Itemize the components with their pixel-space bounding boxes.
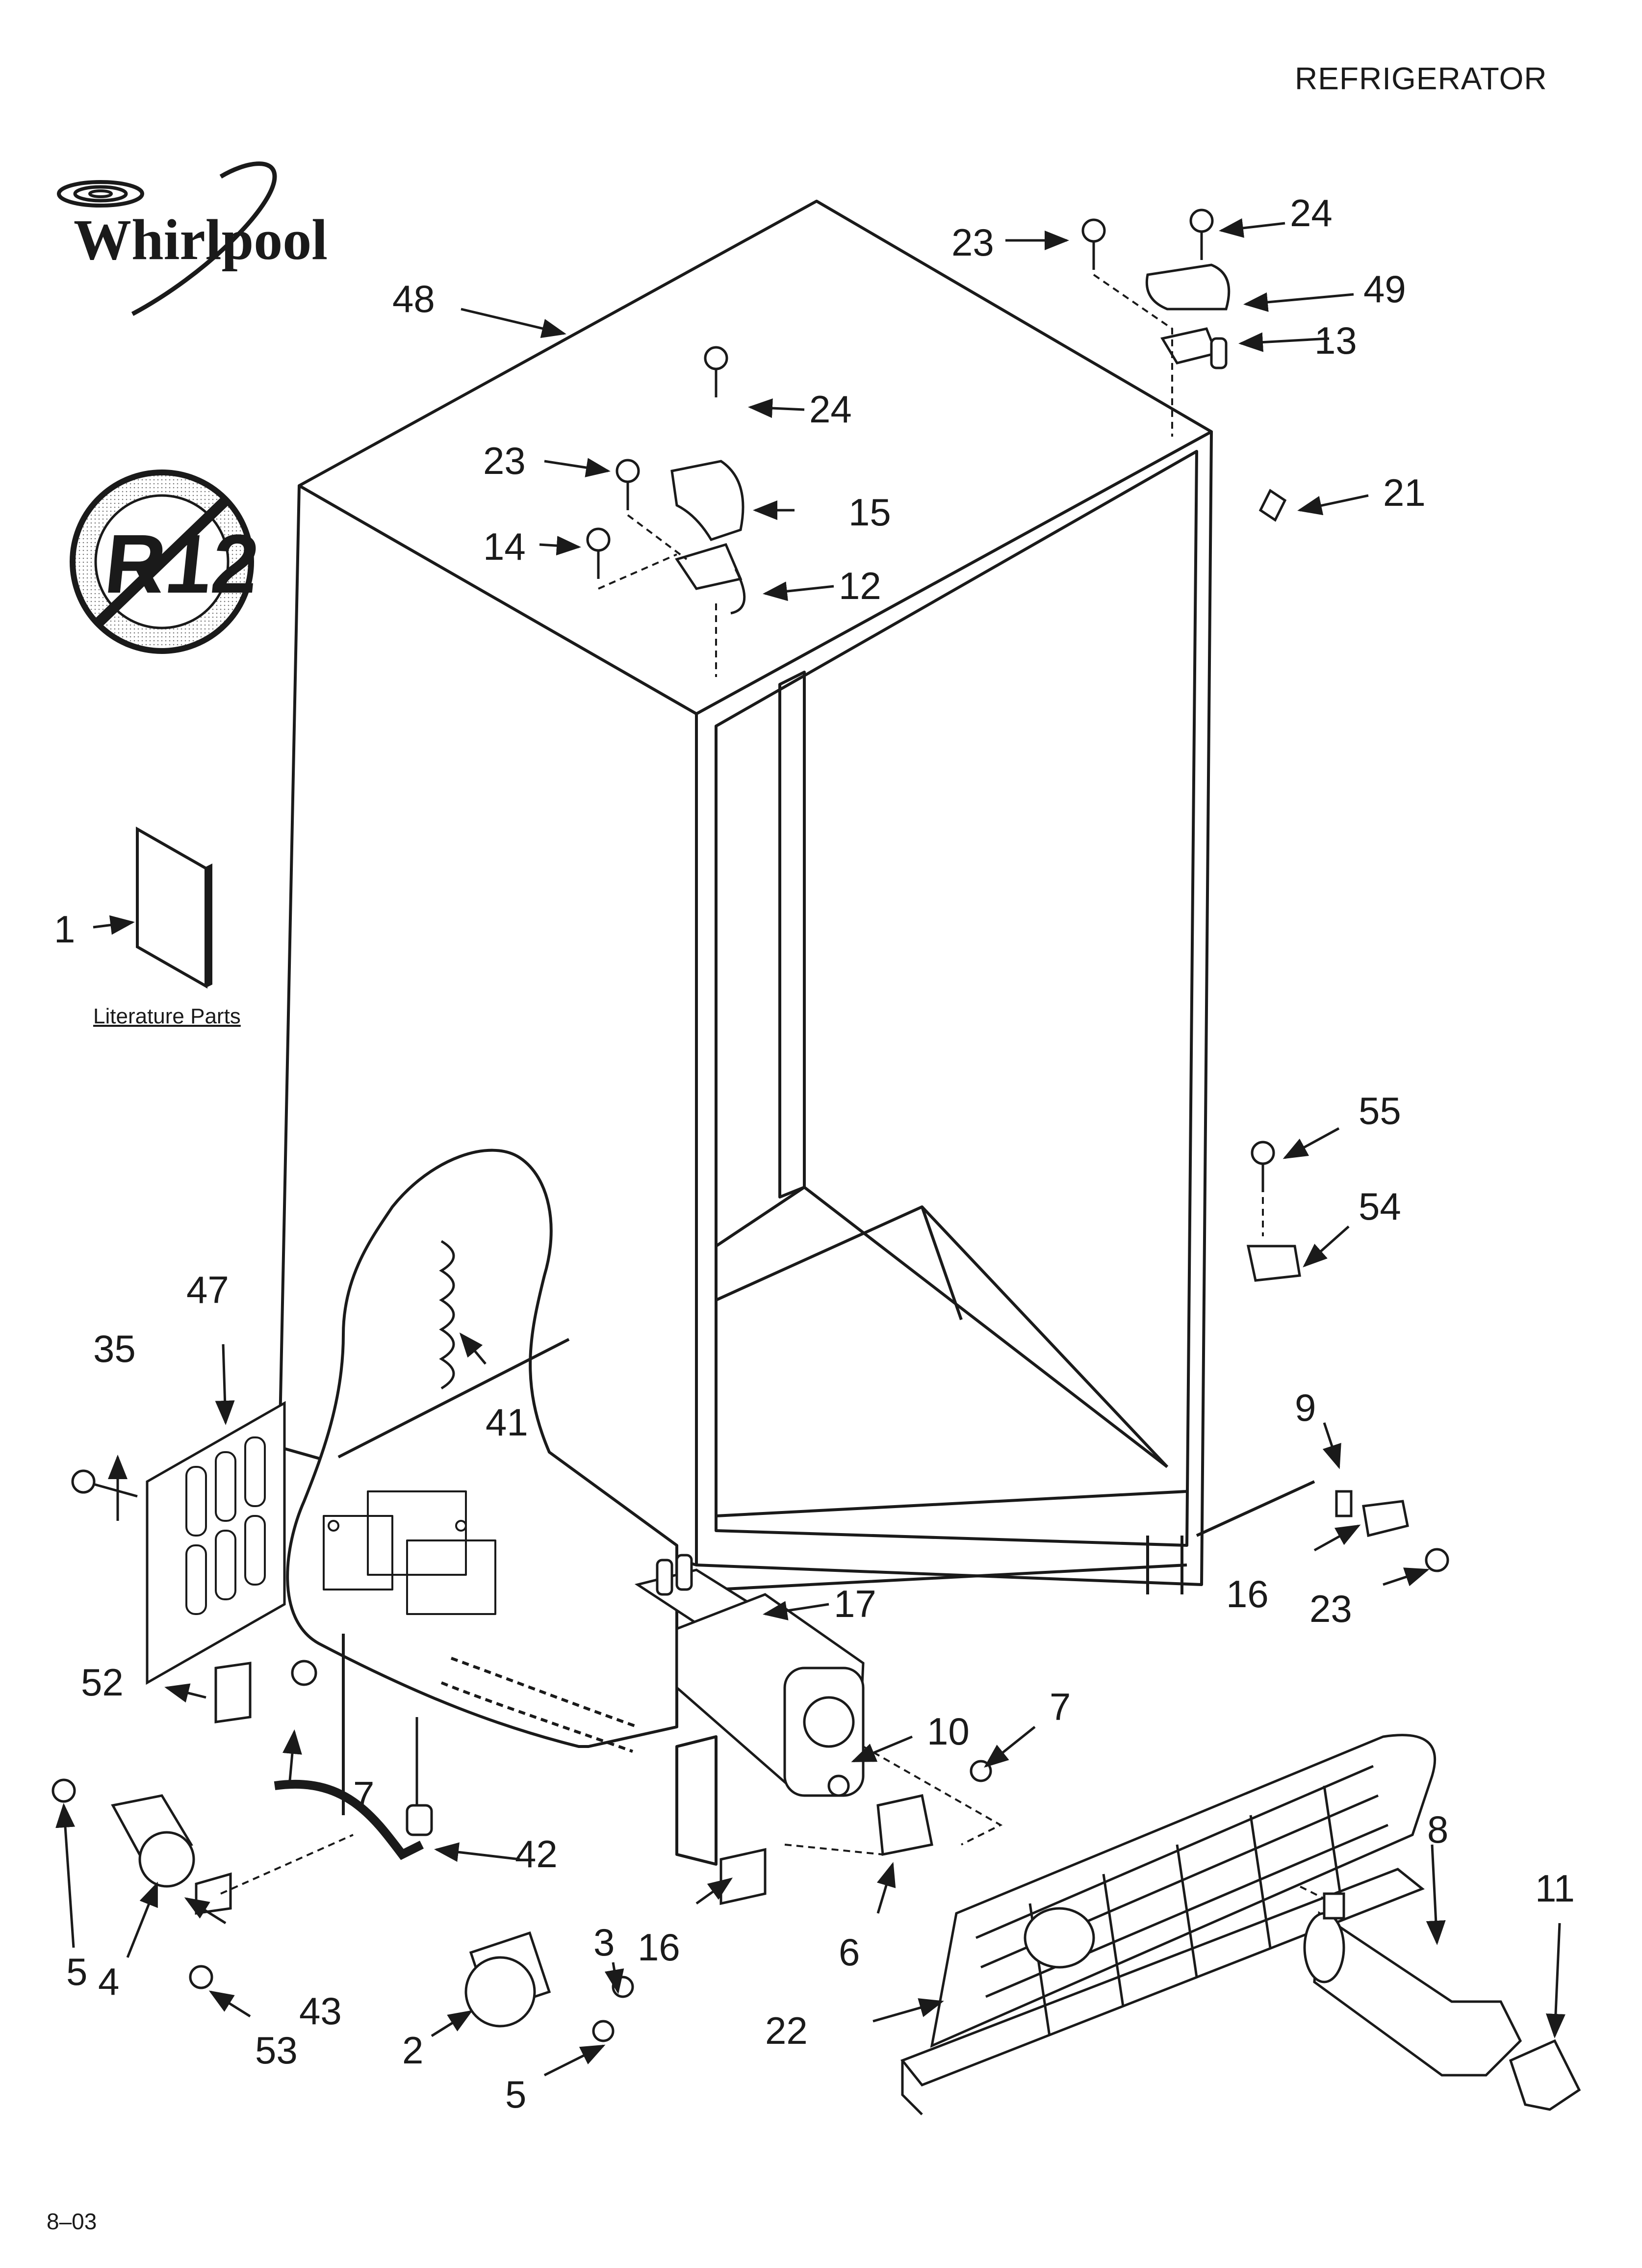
whirlpool-logo-text: Whirlpool xyxy=(74,208,328,272)
callout-52: 52 xyxy=(81,1661,124,1704)
top-leader-lines xyxy=(598,274,1264,1236)
callout-15: 15 xyxy=(848,491,891,534)
callout-24-mid: 24 xyxy=(809,388,852,431)
callout-54: 54 xyxy=(1359,1185,1401,1228)
callout-22: 22 xyxy=(765,2009,808,2052)
callout-4: 4 xyxy=(98,1960,120,2003)
left-parts xyxy=(51,1401,767,2042)
callout-1: 1 xyxy=(54,908,76,951)
callout-12: 12 xyxy=(839,564,881,607)
page-title: REFRIGERATOR xyxy=(1295,61,1547,96)
callout-16-right: 16 xyxy=(1226,1572,1269,1616)
callout-47: 47 xyxy=(186,1268,229,1311)
callout-3: 3 xyxy=(593,1921,615,1964)
callout-48: 48 xyxy=(392,277,435,320)
callout-6: 6 xyxy=(839,1930,860,1974)
no-r12-badge-text: R12 xyxy=(101,518,263,611)
top-hinge-parts xyxy=(586,209,1449,1572)
callout-10: 10 xyxy=(927,1710,970,1753)
revision-code: 8–03 xyxy=(47,2209,97,2234)
clip-part xyxy=(1258,489,1287,522)
no-r12-badge xyxy=(70,469,254,654)
callout-42: 42 xyxy=(515,1832,558,1876)
callout-16-bottom: 16 xyxy=(638,1926,680,1969)
literature-booklet xyxy=(136,826,212,989)
water-filter-parts xyxy=(1303,1892,1581,2111)
compressor-relay-assembly xyxy=(323,1490,496,1615)
callout-11: 11 xyxy=(1535,1867,1575,1910)
callout-13: 13 xyxy=(1314,319,1357,362)
callout-23-top: 23 xyxy=(951,221,994,264)
callout-7-right: 7 xyxy=(1050,1685,1071,1728)
callout-53: 53 xyxy=(255,2029,298,2072)
callout-23-mid: 23 xyxy=(483,439,526,482)
callout-arrows xyxy=(55,218,1565,2077)
callout-5-bottom: 5 xyxy=(505,2073,527,2116)
callout-9: 9 xyxy=(1295,1386,1316,1429)
callout-7-left: 7 xyxy=(353,1773,375,1817)
cabinet-assembly xyxy=(278,200,1315,1866)
callout-23-right: 23 xyxy=(1309,1587,1352,1630)
callout-24-top: 24 xyxy=(1290,191,1333,235)
callout-21: 21 xyxy=(1383,471,1426,514)
callout-8: 8 xyxy=(1427,1808,1449,1851)
callout-55: 55 xyxy=(1359,1089,1401,1132)
callout-49: 49 xyxy=(1363,267,1406,311)
screw-icon xyxy=(586,209,1275,1192)
literature-parts-label: Literature Parts xyxy=(93,1004,241,1028)
callout-43: 43 xyxy=(299,1989,342,2033)
whirlpool-logo xyxy=(57,161,277,316)
filter-housing-parts xyxy=(634,1554,992,1856)
callout-41: 41 xyxy=(486,1401,528,1444)
base-grille xyxy=(900,1734,1437,2115)
callout-14: 14 xyxy=(483,525,526,568)
drain-tube-part xyxy=(439,1240,455,1390)
callout-5-left: 5 xyxy=(66,1950,88,1993)
callout-17: 17 xyxy=(834,1582,876,1625)
callout-2: 2 xyxy=(402,2029,424,2072)
callout-35: 35 xyxy=(93,1327,136,1370)
